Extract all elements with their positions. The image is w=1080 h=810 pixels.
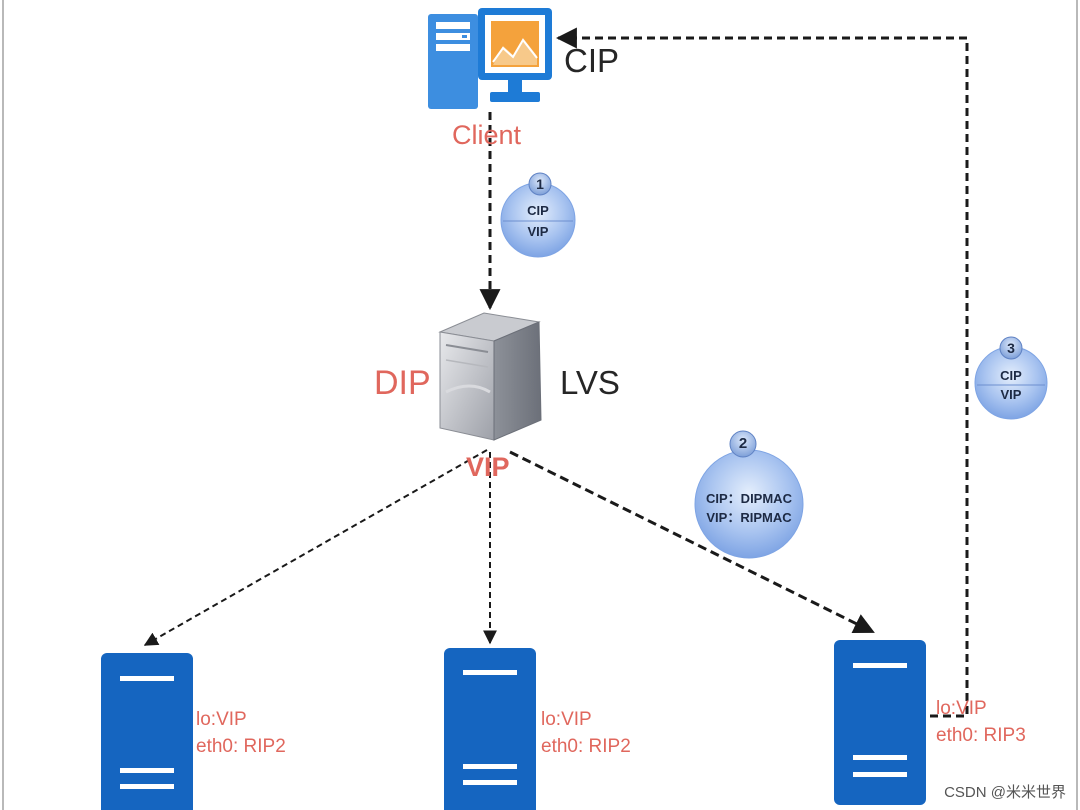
step-3-bubble: [974, 336, 1048, 420]
step-3-number: 3: [1007, 340, 1015, 356]
real-server-2-icon: [444, 648, 536, 810]
step-1-bubble: [500, 172, 576, 258]
real-server-1-icon: [101, 653, 193, 810]
arrow-lvs-to-server-1: [143, 449, 488, 646]
server-2-eth0-label: eth0: RIP2: [541, 736, 631, 757]
lvs-vip-label: VIP: [466, 452, 510, 482]
real-server-3-icon: [834, 640, 926, 805]
arrow-lvs-to-server-3: [509, 450, 875, 634]
step-1-line-2: VIP: [527, 224, 549, 239]
lvs-dip-label: DIP: [374, 364, 431, 402]
server-1-eth0-label: eth0: RIP2: [196, 736, 286, 757]
client-ip-label: CIP: [564, 42, 620, 79]
step-2-number: 2: [738, 435, 748, 452]
step-3-line-1: CIP: [1000, 368, 1022, 383]
step-1-line-1: CIP: [527, 203, 549, 218]
client-name-label: Client: [452, 120, 522, 150]
lvs-name-label: LVS: [560, 364, 620, 401]
server-3-lo-label: lo:VIP: [936, 698, 987, 719]
step-2-line-1: CIP：DIPMAC: [706, 491, 792, 506]
step-3-line-2: VIP: [1000, 387, 1022, 402]
arrow-server-3-to-client: [555, 27, 969, 718]
client-computer-icon: [428, 8, 552, 109]
watermark: CSDN @米米世界: [944, 784, 1066, 801]
server-3-eth0-label: eth0: RIP3: [936, 725, 1026, 746]
step-2-line-2: VIP：RIPMAC: [706, 510, 792, 525]
step-2-bubble: [694, 430, 804, 559]
server-1-lo-label: lo:VIP: [196, 709, 247, 730]
lvs-server-icon: [438, 312, 542, 441]
server-2-lo-label: lo:VIP: [541, 709, 592, 730]
step-1-number: 1: [536, 176, 544, 192]
